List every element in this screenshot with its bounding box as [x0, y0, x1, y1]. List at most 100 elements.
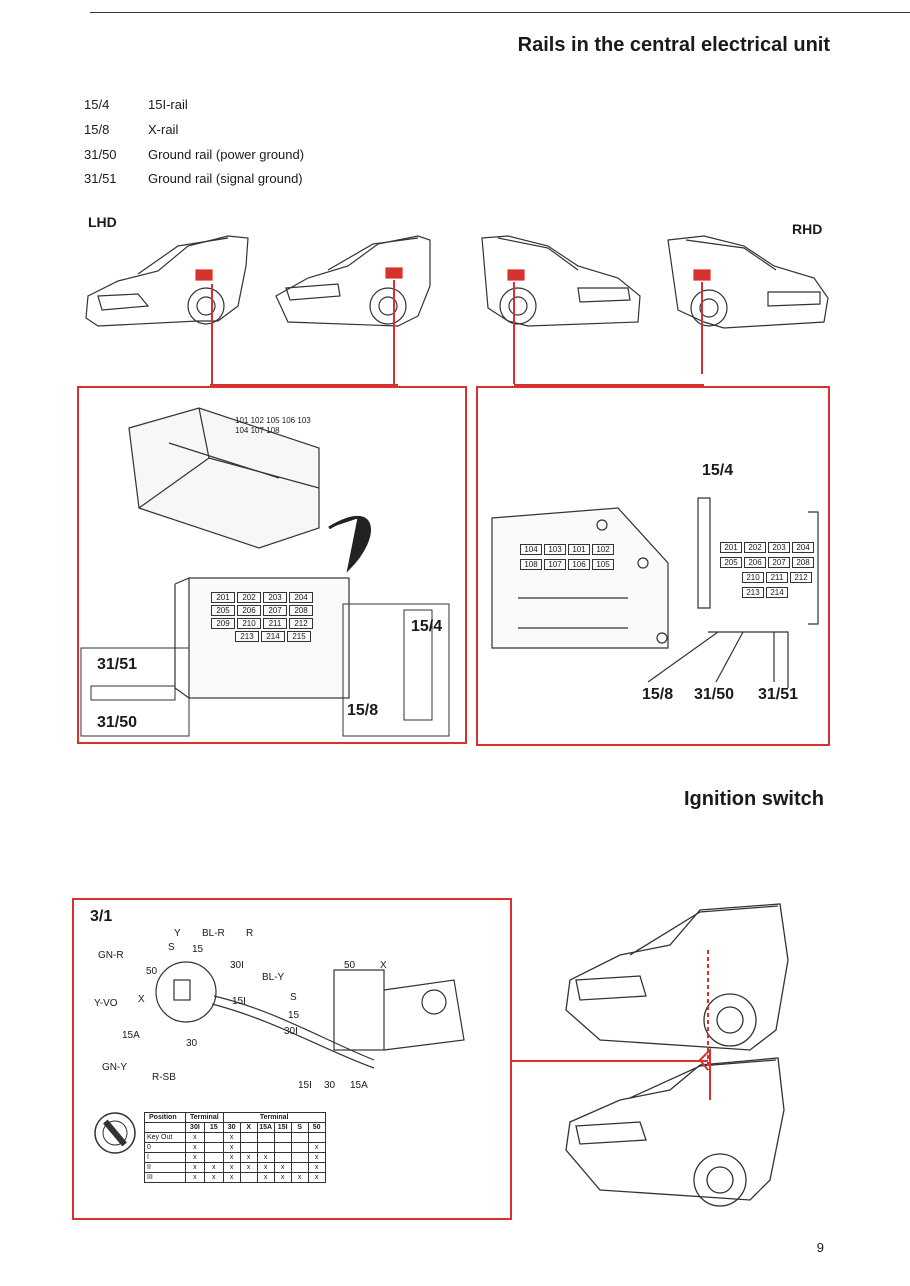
terminal-col: 30: [222, 1122, 241, 1133]
wire-label: S: [168, 942, 175, 953]
fuse-cell: 215: [287, 631, 311, 642]
legend-desc: 15I-rail: [148, 97, 188, 112]
fuse-number: 105: [266, 416, 280, 425]
label-15-8-left: 15/8: [347, 702, 379, 719]
lhd-label: LHD: [88, 214, 117, 230]
leader-bar-right: [514, 384, 704, 386]
fuse-cell: 103: [544, 544, 566, 555]
rhd-unit-drawing: [491, 497, 819, 688]
ignition-ref-label: 3/1: [90, 908, 113, 925]
label-31-51-right: 31/51: [758, 686, 799, 703]
label-15-8-right: 15/8: [642, 686, 674, 703]
label-31-50-right: 31/50: [694, 686, 735, 703]
fuse-cell: 204: [289, 592, 313, 603]
fuse-cell: 203: [768, 542, 790, 553]
wire-label: R-SB: [152, 1072, 176, 1083]
fuse-cell: 201: [720, 542, 742, 553]
fuse-cell: 211: [766, 572, 788, 583]
fuse-cell: 212: [790, 572, 812, 583]
table-header-terminal: Terminal: [185, 1112, 224, 1123]
rhd-fuse-grid: 201 202 203 204 205 206 207 208 210 211 …: [720, 542, 814, 598]
table-row: III x x x x x x x: [144, 1172, 326, 1183]
fuse-cell: 202: [744, 542, 766, 553]
fuse-cell: 211: [263, 618, 287, 629]
table-row: I x x x x x: [144, 1152, 326, 1163]
terminal-col: 50: [307, 1122, 326, 1133]
top-fuse-numbers: 101 102 105 106 103 104 107 108: [235, 416, 315, 436]
rhd-detail-box: 104 103 101 102 108 107 106 105 201 202 …: [476, 386, 830, 746]
terminal-label: 30I: [284, 1026, 298, 1037]
rhd-small-grid: 104 103 101 102 108 107 106 105: [520, 544, 614, 570]
label-31-51-left: 31/51: [97, 656, 138, 673]
wire-label: 50: [146, 966, 158, 977]
table-row: Key Out x x: [144, 1132, 326, 1143]
terminal-label: 15: [288, 1010, 300, 1021]
ignition-key-icon: [94, 1112, 136, 1154]
fuse-cell: 205: [211, 605, 235, 616]
fuse-cell: 204: [792, 542, 814, 553]
wire-label: Y-VO: [94, 998, 118, 1009]
fuse-cell: 205: [720, 557, 742, 568]
fuse-cell: 213: [742, 587, 764, 598]
ignition-detail-box: 3/1 Y BL-R R GN-R S 15 50 30I BL-Y X 15I…: [72, 898, 512, 1220]
fuse-cell: 206: [237, 605, 261, 616]
legend-row: 15/8 X-rail: [84, 122, 178, 137]
lhd-fuse-grid: 201 202 203 204 205 206 207 208 209 210 …: [211, 592, 313, 642]
fuse-number: 104: [235, 426, 249, 435]
fuse-cell: 104: [520, 544, 542, 555]
label-15-4-left: 15/4: [411, 618, 443, 635]
table-header-position: Position: [144, 1112, 186, 1123]
section-title-rails: Rails in the central electrical unit: [517, 34, 830, 56]
label-31-50-left: 31/50: [97, 714, 138, 731]
fuse-number: 101: [235, 416, 249, 425]
legend-code: 31/50: [84, 147, 117, 162]
label-15-4-right: 15/4: [702, 462, 734, 479]
fuse-cell: 210: [237, 618, 261, 629]
terminal-col: 15: [203, 1122, 224, 1133]
fuse-cell: 106: [568, 559, 590, 570]
legend-desc: X-rail: [148, 122, 179, 137]
leader-bar-left: [210, 384, 398, 386]
terminal-label: 50: [344, 960, 356, 971]
ignition-wire-labels: Y BL-R R GN-R S 15 50 30I BL-Y X 15I Y-V…: [94, 922, 514, 1102]
table-row: 0 x x x: [144, 1142, 326, 1153]
leader-lines: [211, 280, 703, 384]
terminal-label: S: [290, 992, 297, 1003]
wire-label: 30I: [230, 960, 244, 971]
fuse-cell: 213: [235, 631, 259, 642]
fuse-number: 106: [281, 416, 296, 425]
terminal-col: 30I: [185, 1122, 205, 1133]
terminal-label: 15A: [350, 1080, 368, 1091]
car-illustrations: [85, 235, 829, 384]
table-header-terminal: Terminal: [222, 1112, 326, 1123]
terminal-label: 15I: [298, 1080, 312, 1091]
fuse-number: 108: [266, 426, 280, 435]
ignition-car-illustrations: [565, 903, 789, 1207]
fuse-number: 103: [297, 416, 311, 425]
car-rhd-2: [667, 235, 829, 329]
terminal-label: 30: [324, 1080, 336, 1091]
terminal-col: X: [239, 1122, 258, 1133]
wire-label: BL-Y: [262, 972, 285, 983]
wire-label: 15I: [232, 996, 246, 1007]
page-number: 9: [816, 1240, 824, 1255]
terminal-label: X: [380, 960, 387, 971]
car-lhd-2: [275, 235, 431, 327]
legend-code: 31/51: [84, 171, 117, 186]
fuse-cell: 102: [592, 544, 614, 555]
rhd-label: RHD: [792, 221, 823, 237]
fuse-cell: 105: [592, 559, 614, 570]
car-rhd-1: [481, 235, 641, 327]
ignition-leader: [512, 1060, 708, 1062]
legend-code: 15/8: [84, 122, 110, 137]
fuse-cell: 212: [289, 618, 313, 629]
wire-label: 15A: [122, 1030, 140, 1041]
wire-label: GN-R: [98, 950, 124, 961]
fuse-cell: 202: [237, 592, 261, 603]
wire-label: 15: [192, 944, 204, 955]
car-lhd-1: [85, 235, 249, 327]
fuse-cell: 101: [568, 544, 590, 555]
fuse-cell: 201: [211, 592, 235, 603]
